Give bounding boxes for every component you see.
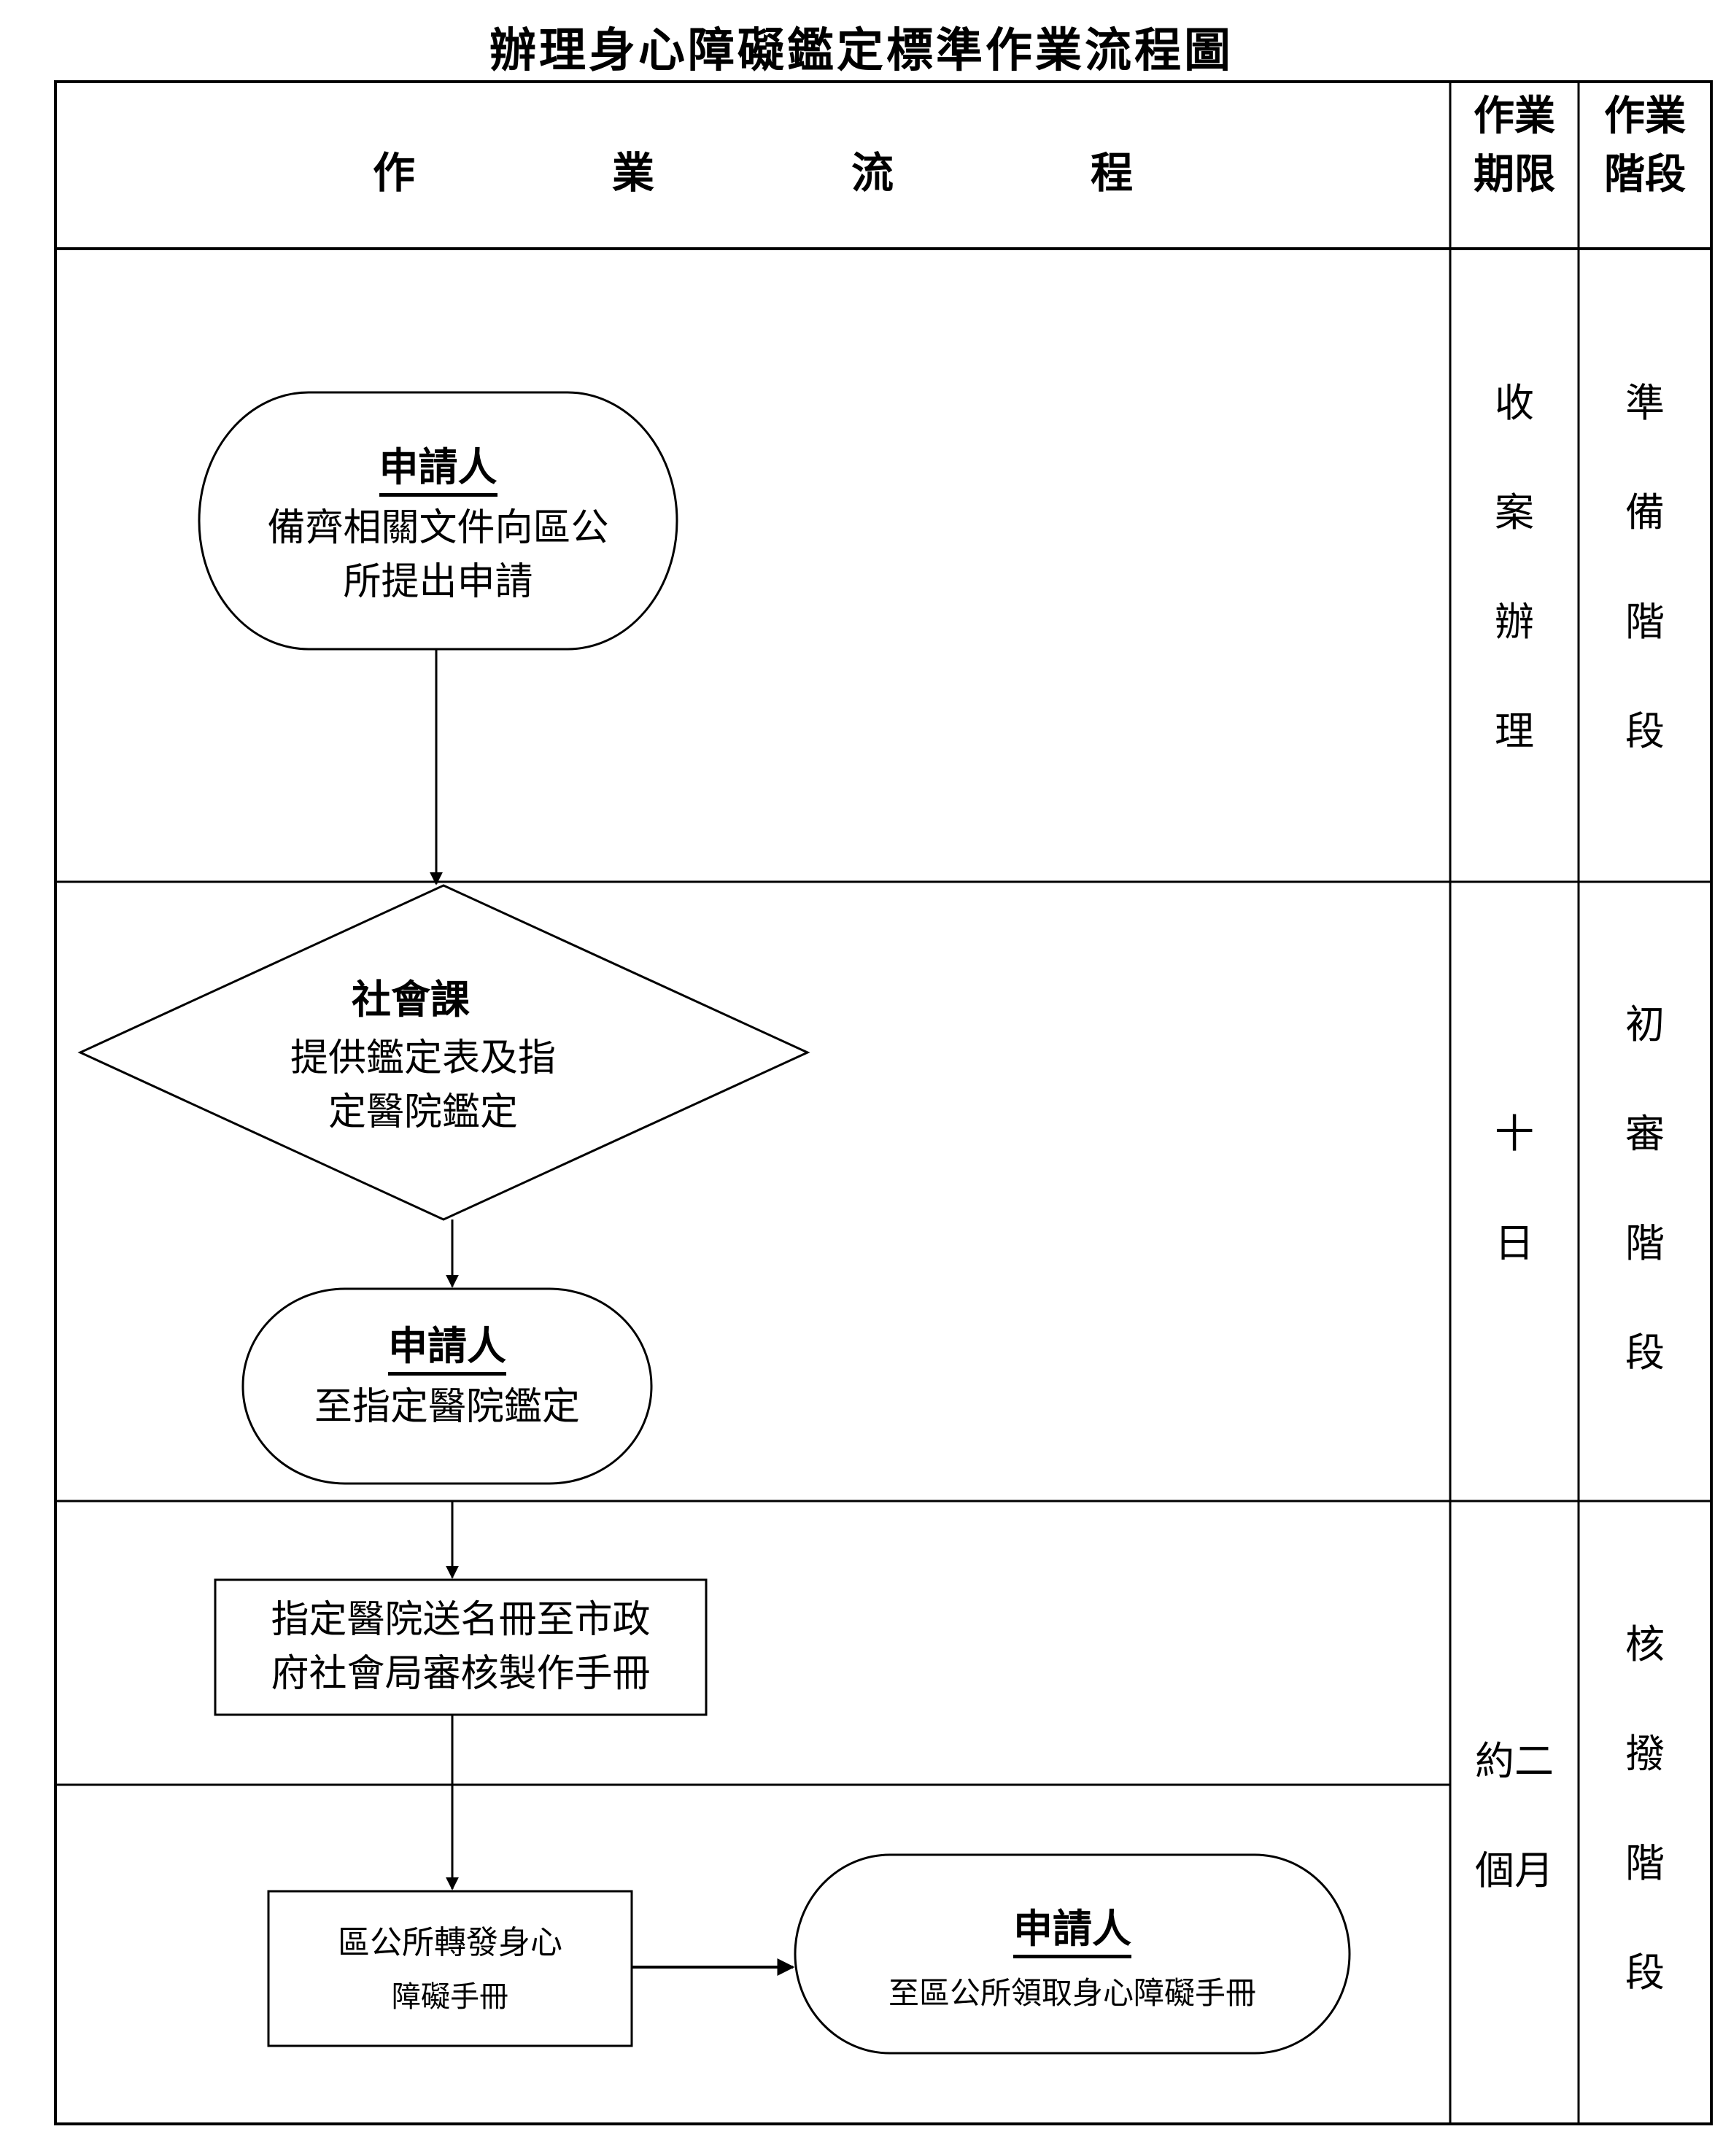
node-district-forward[interactable]: 區公所轉發身心 障礙手冊 [268,1916,632,2024]
vertical-char: 段 [1625,1330,1665,1376]
header-process-char: 作 [372,148,415,198]
node-actor-plain: 社會課 [352,977,470,1023]
vertical-line: 個月 [1475,1847,1554,1893]
vertical-char: 收 [1495,380,1534,426]
vertical-char: 準 [1625,380,1665,426]
row2-stage: 初審階段 [1579,970,1711,1408]
node-apply[interactable]: 申請人 備齊相關文件向區公 所提出申請 [199,441,677,609]
header-process-char: 業 [611,148,654,198]
node-line: 定醫院鑑定 [328,1090,518,1134]
node-apply-shape [198,391,678,651]
row1-deadline: 收案辦理 [1450,349,1579,786]
vertical-char: 備 [1625,489,1665,535]
node-hospital-visit[interactable]: 申請人 至指定醫院鑑定 [243,1320,651,1434]
node-social-section[interactable]: 社會課 提供鑑定表及指 定醫院鑑定 [219,973,627,1139]
node-hospital-visit-shape [241,1287,653,1485]
row3-stage: 核撥階段 [1579,1590,1711,2028]
node-line: 備齊相關文件向區公 [267,506,609,550]
vertical-char: 階 [1625,599,1665,645]
vertical-line: 約二 [1475,1738,1554,1784]
vertical-char: 核 [1625,1621,1665,1667]
node-actor: 申請人 [379,442,497,497]
node-line: 提供鑑定表及指 [290,1036,556,1080]
node-social-section-shape [77,884,810,1221]
vertical-char: 初 [1625,1001,1665,1047]
vertical-char: 十 [1495,1111,1534,1157]
row1-stage: 準備階段 [1579,349,1711,786]
vertical-char: 段 [1625,708,1665,754]
header-process: 作 業 流 程 [55,139,1450,204]
row2-deadline: 十日 [1450,1079,1579,1298]
node-district-forward-shape [267,1890,633,2047]
page-title: 辦理身心障礙鑑定標準作業流程圖 [489,24,1234,78]
header-deadline: 作業 期限 [1450,88,1579,204]
node-actor: 申請人 [388,1321,506,1376]
vertical-char: 撥 [1625,1731,1665,1777]
header-stage: 作業 階段 [1579,88,1711,204]
vertical-char: 階 [1625,1220,1665,1266]
vertical-char: 案 [1495,489,1534,535]
vertical-char: 審 [1625,1111,1665,1157]
node-hospital-submit[interactable]: 指定醫院送名冊至市政 府社會局審核製作手冊 [215,1593,706,1701]
header-deadline-line: 期限 [1474,151,1555,198]
node-actor: 申請人 [1013,1904,1131,1958]
node-line: 指定醫院送名冊至市政 [271,1598,651,1642]
node-collect[interactable]: 申請人 至區公所領取身心障礙手冊 [795,1904,1350,2020]
vertical-char: 日 [1495,1220,1534,1266]
vertical-char: 段 [1625,1950,1665,1996]
node-line: 障礙手冊 [392,1980,508,2014]
vertical-char: 階 [1625,1840,1665,1886]
node-collect-shape [794,1853,1351,2055]
header-deadline-line: 作業 [1474,93,1555,140]
node-line: 至指定醫院鑑定 [314,1385,580,1429]
node-hospital-submit-shape [214,1578,708,1716]
row3-deadline: 約二個月 [1450,1707,1579,1926]
header-process-char: 程 [1090,148,1133,198]
node-line: 區公所轉發身心 [338,1924,562,1961]
node-line: 所提出申請 [343,560,533,604]
vertical-char: 理 [1495,708,1534,754]
node-line: 府社會局審核製作手冊 [271,1652,651,1696]
header-stage-line: 階段 [1604,151,1686,198]
header-stage-line: 作業 [1604,93,1686,140]
table-border [54,80,1713,2125]
node-line: 至區公所領取身心障礙手冊 [888,1975,1256,2011]
vertical-char: 辦 [1495,599,1534,645]
header-process-char: 流 [851,148,894,198]
